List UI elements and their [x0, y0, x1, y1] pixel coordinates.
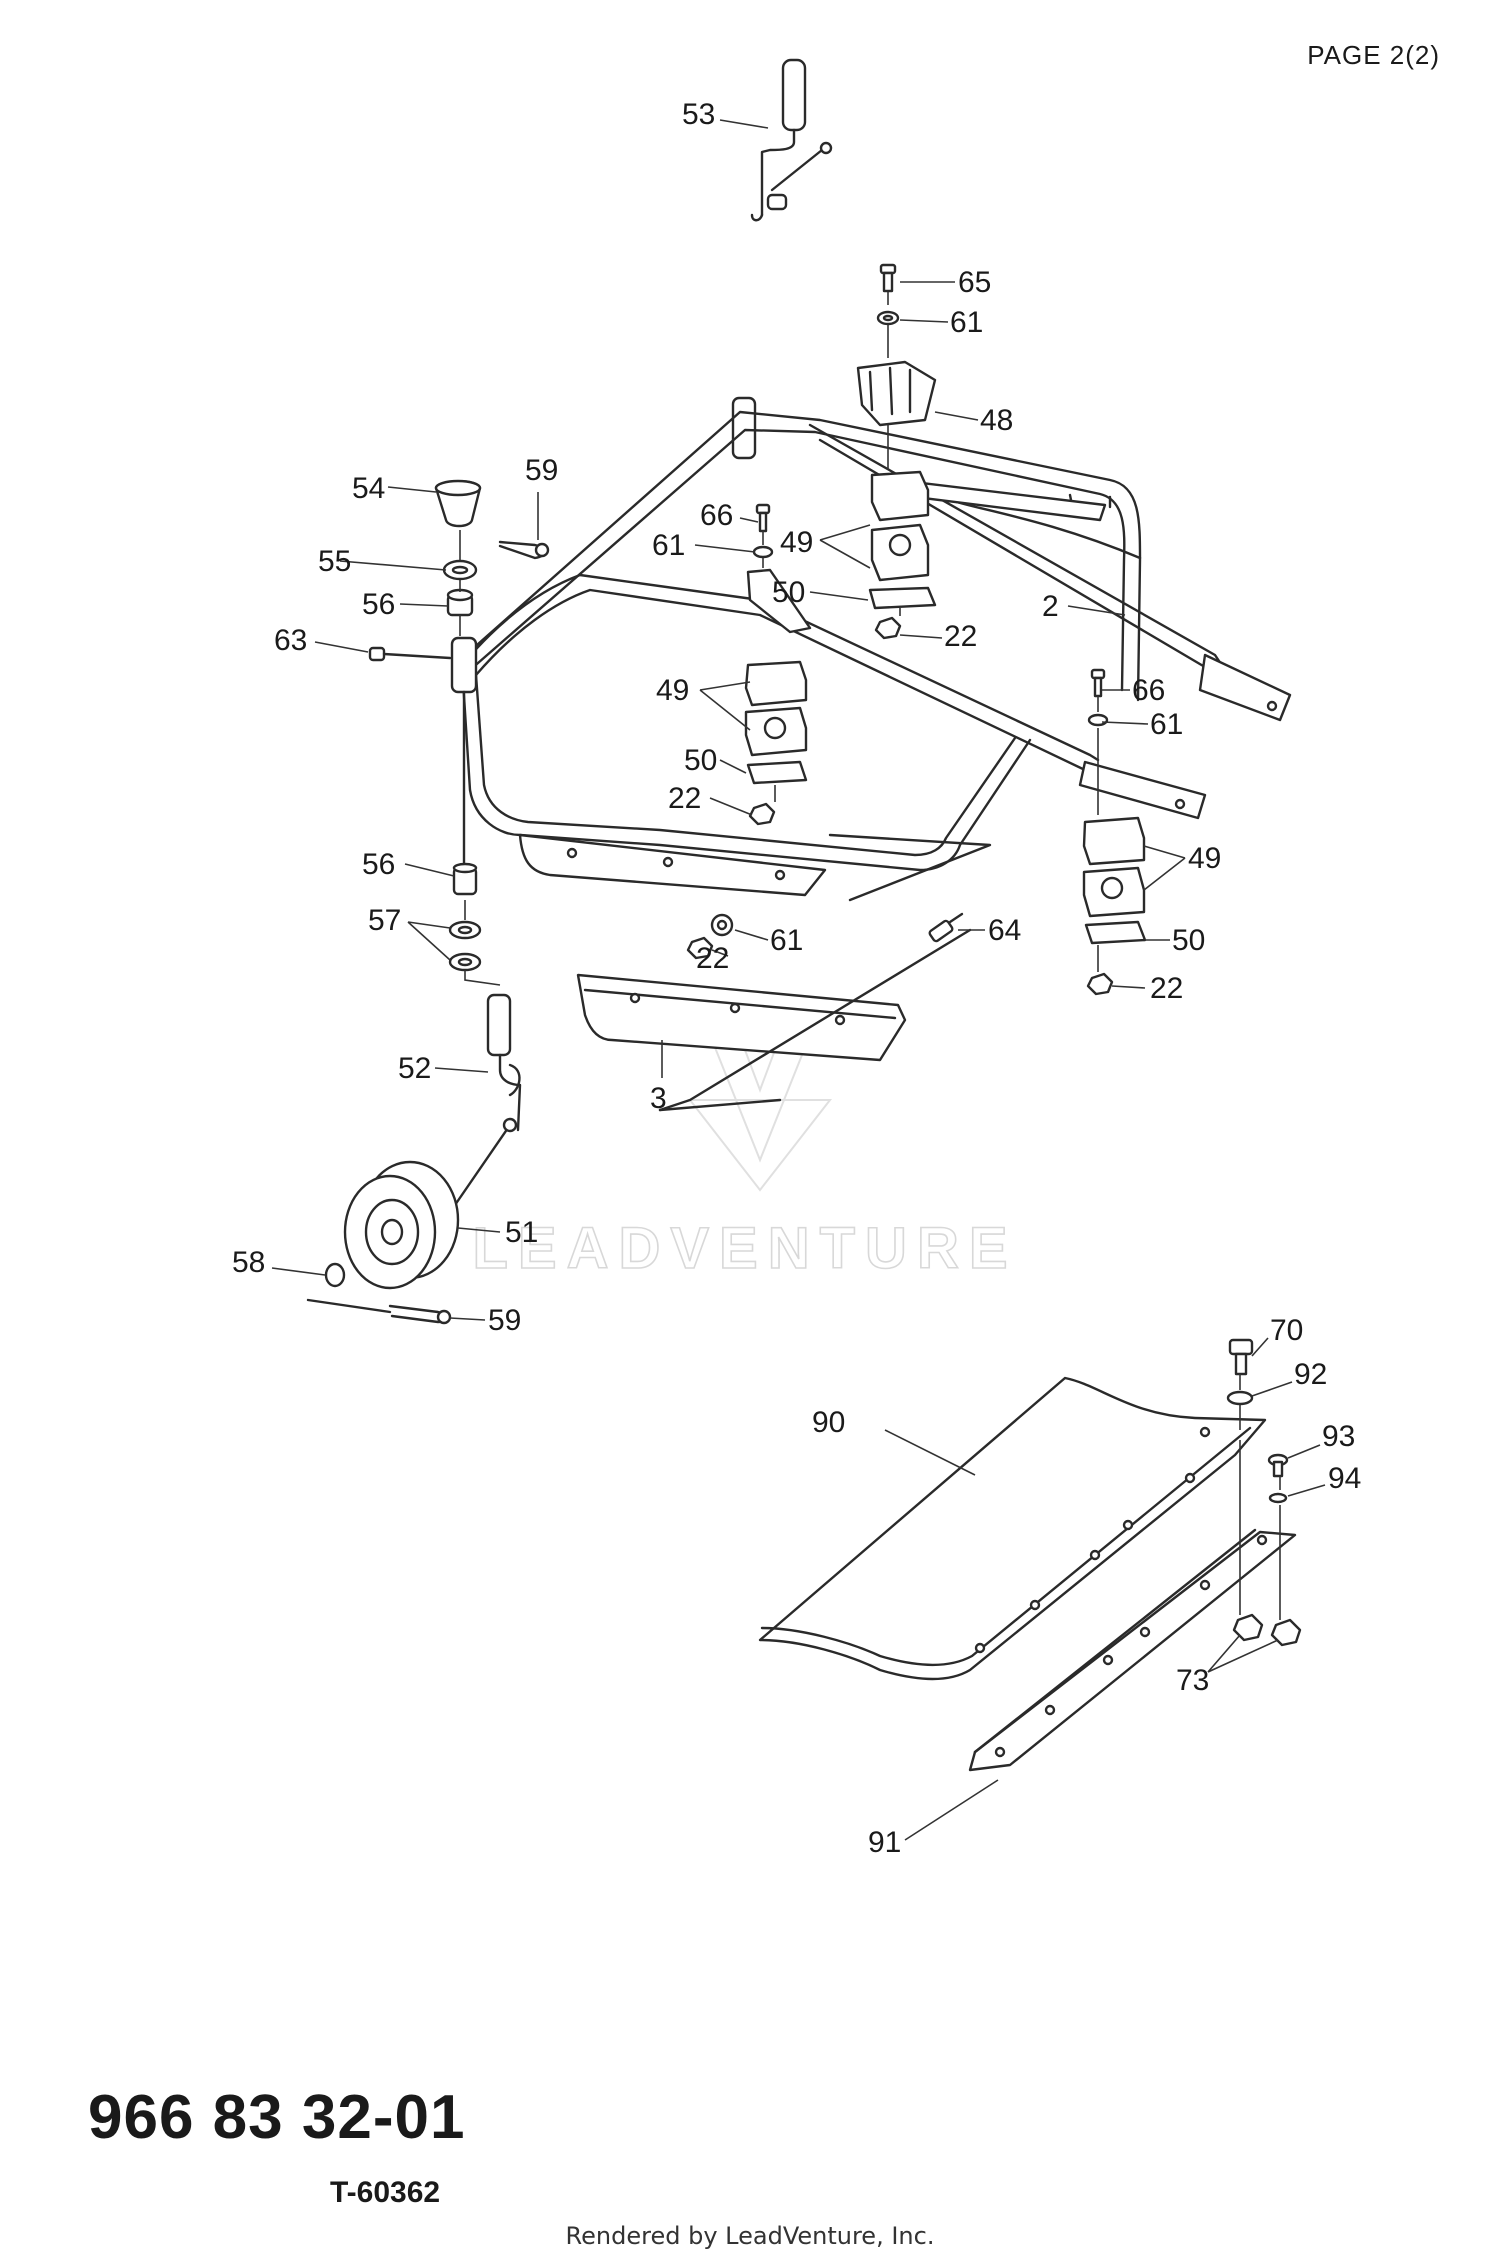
watermark-text: LEADVENTURE [472, 1216, 1017, 1281]
part-56-bushing-top [446, 588, 474, 617]
part-50-plate-right [1084, 920, 1147, 945]
callout-56-bottom: 56 [362, 848, 395, 881]
callout-65: 65 [958, 266, 991, 299]
callout-93: 93 [1322, 1420, 1355, 1453]
callout-61-top: 61 [950, 306, 983, 339]
part-61-washer-right [1087, 713, 1109, 727]
leader-lines [271, 119, 1326, 1841]
part-90-plate [758, 1376, 1267, 1681]
callout-49-left: 49 [656, 674, 689, 707]
callout-50-right: 50 [1172, 924, 1205, 957]
callout-54: 54 [352, 472, 385, 505]
part-2-frame [458, 396, 1292, 722]
callout-66-right: 66 [1132, 674, 1165, 707]
callout-61-left: 61 [652, 529, 685, 562]
part-50-plate-upper [868, 586, 937, 610]
callout-61-mid: 61 [770, 924, 803, 957]
callout-2: 2 [1042, 590, 1059, 623]
callout-50-top: 50 [772, 576, 805, 609]
callout-22-top: 22 [944, 620, 977, 653]
part-64-bolt [928, 912, 964, 943]
part-22-nut-left [748, 802, 776, 826]
callout-61-right: 61 [1150, 708, 1183, 741]
callout-63: 63 [274, 624, 307, 657]
callout-70: 70 [1270, 1314, 1303, 1347]
part-70-bolt [1228, 1338, 1254, 1376]
callout-22-left: 22 [668, 782, 701, 815]
rendered-by-footer: Rendered by LeadVenture, Inc. [565, 2222, 935, 2250]
callout-66-left: 66 [700, 499, 733, 532]
callout-59-top: 59 [525, 454, 558, 487]
drawing-id: T-60362 [330, 2176, 441, 2209]
callout-labels: 53 65 61 48 54 59 66 61 49 55 50 2 56 22… [232, 98, 1361, 1859]
part-61-washer-mid [710, 913, 734, 937]
part-48-bracket [856, 360, 937, 427]
callout-55: 55 [318, 545, 351, 578]
page-label: PAGE 2(2) [1307, 40, 1440, 70]
part-number: 966 83 32-01 [88, 2083, 466, 2152]
callout-90: 90 [812, 1406, 845, 1439]
part-22-nut-upper [874, 616, 902, 640]
part-49-clamp-upper [870, 470, 930, 582]
part-92-washer [1226, 1390, 1254, 1406]
part-49-clamp-right [1082, 816, 1146, 918]
callout-50-left: 50 [684, 744, 717, 777]
part-61-washer-left [752, 545, 774, 559]
part-73-nuts [1232, 1613, 1302, 1647]
callout-56-top: 56 [362, 588, 395, 621]
part-94-washer [1268, 1492, 1288, 1504]
part-65-bolt [879, 263, 897, 293]
part-66-bolt-left [755, 503, 771, 533]
callout-91: 91 [868, 1826, 901, 1859]
part-51-wheel [343, 1160, 460, 1290]
part-59-pin-top [498, 540, 550, 560]
callout-22-right: 22 [1150, 972, 1183, 1005]
callout-92: 92 [1294, 1358, 1327, 1391]
callout-59-bottom: 59 [488, 1304, 521, 1337]
part-22-nut-mid [686, 936, 714, 960]
part-61-washer-top [876, 310, 900, 326]
callout-51: 51 [505, 1216, 538, 1249]
callout-64: 64 [988, 914, 1021, 947]
part-54-cap [434, 479, 482, 528]
part-66-bolt-right [1090, 668, 1106, 698]
callout-94: 94 [1328, 1462, 1361, 1495]
part-3-blade [576, 928, 972, 1112]
part-49-clamp-left [744, 660, 808, 757]
callout-57: 57 [368, 904, 401, 937]
part-91-strip [968, 1528, 1297, 1772]
part-93-screw [1267, 1453, 1289, 1478]
callout-73: 73 [1176, 1664, 1209, 1697]
callout-49-right: 49 [1188, 842, 1221, 875]
part-52-caster-fork [453, 993, 522, 1207]
part-63-fitting [368, 646, 452, 662]
callout-52: 52 [398, 1052, 431, 1085]
part-frame-lower [460, 573, 1207, 902]
part-pivot-tube [450, 636, 478, 872]
part-57-washers [448, 920, 482, 972]
part-56-bushing-bottom [452, 862, 478, 896]
part-bracket-left [746, 568, 812, 634]
assembly-lines [459, 292, 1281, 1620]
part-58-washer [324, 1262, 346, 1288]
callout-22-mid: 22 [696, 942, 729, 975]
callout-58: 58 [232, 1246, 265, 1279]
watermark-logo: LEADVENTURE [472, 1009, 1017, 1282]
callout-48: 48 [980, 404, 1013, 437]
callout-49-top: 49 [780, 526, 813, 559]
part-22-nut-right [1086, 972, 1114, 996]
part-53-handle [750, 58, 833, 222]
callout-53: 53 [682, 98, 715, 131]
callout-3: 3 [650, 1082, 667, 1115]
part-55-washer [442, 559, 478, 581]
part-50-plate-left [746, 760, 808, 785]
part-59-pin-bottom [306, 1298, 452, 1325]
